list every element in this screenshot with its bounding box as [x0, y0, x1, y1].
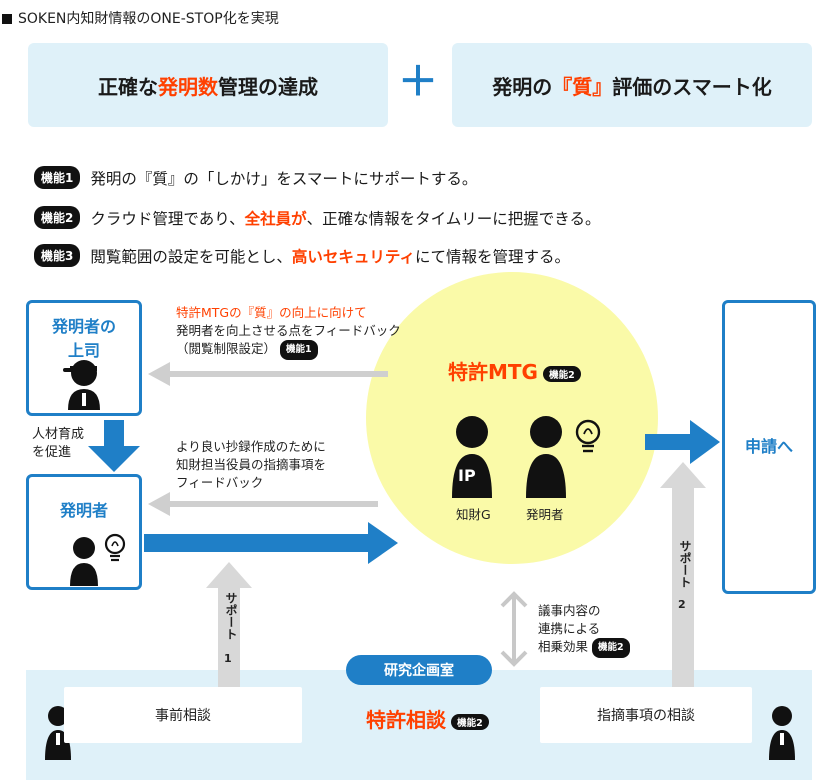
feedback-mid-line1: より良い抄録作成のために	[176, 439, 326, 454]
feature-2: 機能2 クラウド管理であり、全社員が、正確な情報をタイムリーに把握できる。	[34, 206, 601, 229]
support-2-text: サポート	[678, 540, 692, 588]
feedback-top-tag: 機能1	[280, 340, 318, 360]
feature-text: クラウド管理であり、全社員が、正確な情報をタイムリーに把握できる。	[90, 207, 600, 229]
feature-text-post: にて情報を管理する。	[414, 247, 570, 266]
synergy-line3: 相乗効果	[538, 639, 589, 654]
feature-3: 機能3 閲覧範囲の設定を可能とし、高いセキュリティにて情報を管理する。	[34, 244, 570, 267]
boss-box: 発明者の 上司	[26, 300, 142, 416]
synergy-double-arrow	[500, 591, 528, 667]
feature-1: 機能1 発明の『質』の「しかけ」をスマートにサポートする。	[34, 166, 477, 189]
feature-text-pre: クラウド管理であり、	[90, 209, 245, 228]
apply-title: 申請へ	[744, 437, 793, 456]
meeting-tag: 機能2	[543, 366, 581, 382]
boss-title-line2: 上司	[67, 341, 100, 360]
boss-title-line1: 発明者の	[51, 317, 116, 336]
feedback-mid-line2: 知財担当役員の指摘事項を	[176, 457, 327, 472]
feedback-top-line3: （閲覧制限設定）	[176, 341, 277, 356]
page-title: SOKEN内知財情報のONE-STOP化を実現	[2, 8, 279, 28]
feature-text-pre: 閲覧範囲の設定を可能とし、	[90, 247, 292, 266]
meeting-lightbulb-icon	[575, 419, 601, 453]
feature-tag: 機能1	[34, 166, 81, 189]
square-bullet-icon	[2, 14, 12, 24]
support-1-num: 1	[224, 652, 232, 665]
support-1-text: サポート	[224, 592, 238, 640]
patent-consult-title: 特許相談 機能2	[366, 704, 489, 733]
feature-text-pre: 発明の『質』の「しかけ」をスマートにサポートする。	[90, 169, 478, 188]
feedback-top-line2: 発明者を向上させる点をフィードバック	[176, 323, 401, 338]
synergy-line1: 議事内容の	[538, 603, 601, 618]
meeting-inventor-caption: 発明者	[526, 507, 564, 522]
synergy-tag: 機能2	[592, 638, 630, 658]
meeting-circle	[366, 272, 658, 564]
ip-person-icon	[452, 416, 492, 498]
pre-consult-box: 事前相談	[64, 687, 302, 743]
lab-pill: 研究企画室	[346, 655, 492, 685]
hr-down-arrow	[88, 420, 140, 472]
goal-right-pre: 発明の	[492, 74, 553, 99]
support-arrow-1	[206, 562, 252, 687]
ip-caption: 知財G	[456, 507, 491, 522]
meeting-title: 特許MTG 機能2	[448, 356, 581, 385]
patent-consult-text: 特許相談	[366, 708, 446, 732]
apply-box: 申請へ	[722, 300, 816, 594]
feedback-mid-line3: フィードバック	[176, 475, 264, 490]
feature-text-highlight: 高いセキュリティ	[291, 247, 415, 266]
support-2-num: 2	[678, 598, 686, 611]
plus-sign: ＋	[398, 59, 438, 105]
goal-right: 発明の『質』評価のスマート化	[452, 43, 812, 127]
right-staff-icon	[769, 706, 795, 760]
review-consult-box: 指摘事項の相談	[540, 687, 752, 743]
feedback-arrow-mid	[148, 492, 378, 516]
patent-consult-tag: 機能2	[451, 714, 489, 730]
feedback-mid-text: より良い抄録作成のために 知財担当役員の指摘事項を フィードバック	[176, 438, 326, 492]
feature-tag: 機能3	[34, 244, 81, 267]
inventor-title: 発明者	[59, 501, 108, 520]
goal-right-highlight: 『質』	[552, 74, 613, 99]
hr-text: 人材育成 を促進	[32, 426, 84, 462]
goal-left-pre: 正確な	[98, 74, 158, 99]
feature-text: 発明の『質』の「しかけ」をスマートにサポートする。	[90, 167, 477, 189]
ip-label: IP	[458, 466, 476, 485]
inventor-box: 発明者	[26, 474, 142, 590]
goal-right-post: 評価のスマート化	[612, 74, 772, 99]
goal-left: 正確な発明数管理の達成	[28, 43, 388, 127]
feature-text-highlight: 全社員が	[244, 209, 307, 228]
feature-text-post: 、正確な情報をタイムリーに把握できる。	[306, 209, 601, 228]
goal-left-highlight: 発明数	[158, 74, 218, 99]
synergy-line2: 連携による	[538, 621, 601, 636]
inventor-to-meeting-arrow	[144, 522, 398, 564]
page-title-text: SOKEN内知財情報のONE-STOP化を実現	[18, 11, 279, 27]
synergy-text: 議事内容の 連携による 相乗効果 機能2	[538, 602, 630, 658]
hr-line2: を促進	[32, 445, 72, 460]
feature-tag: 機能2	[34, 206, 81, 229]
meeting-title-text: 特許MTG	[448, 360, 538, 384]
support-arrow-2	[660, 462, 706, 687]
feature-text: 閲覧範囲の設定を可能とし、高いセキュリティにて情報を管理する。	[90, 245, 570, 267]
meeting-inventor-icon	[526, 416, 566, 498]
goal-left-post: 管理の達成	[218, 74, 318, 99]
meeting-to-apply-arrow	[645, 420, 720, 464]
feedback-top-text: 特許MTGの『質』の向上に向けて 発明者を向上させる点をフィードバック （閲覧制…	[176, 304, 401, 360]
feedback-arrow-top	[148, 362, 388, 386]
hr-line1: 人材育成	[32, 427, 85, 442]
feedback-top-line1: 特許MTGの『質』の向上に向けて	[176, 305, 367, 320]
